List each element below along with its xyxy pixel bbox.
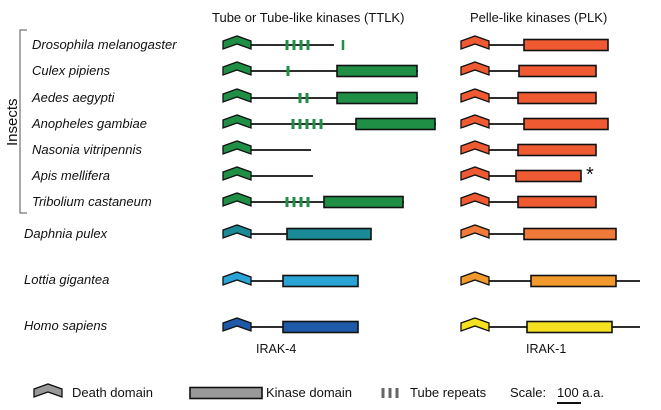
ttlk-kinase-domain-6 [323, 195, 404, 209]
species-row-6 [222, 192, 597, 209]
plk-death-domain-9 [460, 317, 490, 332]
plk-kinase-domain-6 [517, 195, 597, 209]
species-label-1: Culex pipiens [32, 63, 111, 78]
ttlk-death-domain-8 [222, 271, 252, 286]
species-row-4 [222, 140, 597, 157]
plk-death-domain-2 [460, 88, 490, 103]
ttlk-death-domain-9 [222, 317, 252, 332]
subtitle-irak1: IRAK-1 [526, 342, 567, 356]
insect-bracket [19, 29, 27, 214]
plk-kinase-domain-0 [523, 38, 609, 52]
legend-kinase-domain-label: Kinase domain [266, 385, 352, 400]
ttlk-death-domain-5 [222, 166, 252, 181]
species-label-8: Lottia gigantea [24, 272, 110, 287]
header-ttlk: Tube or Tube-like kinases (TTLK) [212, 10, 405, 25]
species-row-5 [222, 166, 582, 183]
species-label-4: Nasonia vitripennis [32, 142, 142, 157]
plk-death-domain-5 [460, 166, 490, 181]
species-row-1 [222, 61, 597, 78]
plk-kinase-domain-5 [515, 169, 582, 183]
plk-death-domain-3 [460, 114, 490, 129]
plk-death-domain-6 [460, 192, 490, 207]
species-label-9: Homo sapiens [24, 318, 108, 333]
plk-death-domain-0 [460, 35, 490, 50]
plk-death-domain-8 [460, 271, 490, 286]
legend-scale-label: Scale: [510, 385, 547, 400]
species-label-6: Tribolium castaneum [32, 194, 152, 209]
plk-death-domain-7 [460, 224, 490, 239]
species-label-2: Aedes aegypti [32, 90, 115, 105]
plk-kinase-domain-9 [526, 320, 613, 334]
apis-plk-marker: * [586, 164, 594, 186]
species-row-3 [222, 114, 609, 131]
header-plk: Pelle-like kinases (PLK) [470, 10, 608, 25]
ttlk-kinase-domain-2 [336, 91, 418, 105]
ttlk-death-domain-1 [222, 61, 252, 76]
subtitle-irak4: IRAK-4 [256, 342, 297, 356]
ttlk-death-domain-6 [222, 192, 252, 207]
legend-kinase-domain-icon [189, 386, 263, 400]
ttlk-kinase-domain-8 [282, 274, 359, 288]
plk-kinase-domain-4 [517, 143, 597, 157]
ttlk-death-domain-4 [222, 140, 252, 155]
ttlk-kinase-domain-3 [355, 117, 436, 131]
species-row-9 [222, 317, 640, 334]
species-row-7 [222, 224, 617, 241]
plk-kinase-domain-2 [517, 91, 597, 105]
ttlk-death-domain-7 [222, 224, 252, 239]
ttlk-kinase-domain-7 [286, 227, 372, 241]
legend-scale-value: 100 a.a. [557, 385, 604, 400]
species-row-2 [222, 88, 597, 105]
legend-death-domain-label: Death domain [72, 385, 153, 400]
species-label-7: Daphnia pulex [24, 226, 108, 241]
ttlk-death-domain-2 [222, 88, 252, 103]
species-label-5: Apis mellifera [32, 168, 111, 183]
plk-death-domain-1 [460, 61, 490, 76]
ttlk-kinase-domain-9 [282, 320, 359, 334]
species-row-8 [222, 271, 640, 288]
ttlk-death-domain-3 [222, 114, 252, 129]
ttlk-kinase-domain-1 [336, 64, 418, 78]
plk-death-domain-4 [460, 140, 490, 155]
plk-kinase-domain-1 [518, 64, 597, 78]
plk-kinase-domain-8 [530, 274, 617, 288]
species-row-0 [222, 35, 609, 52]
plk-kinase-domain-7 [523, 227, 617, 241]
legend-death-domain-icon [33, 383, 63, 398]
species-label-0: Drosophila melanogaster [32, 37, 177, 52]
ttlk-death-domain-0 [222, 35, 252, 50]
legend-tube-repeats-label: Tube repeats [410, 385, 487, 400]
plk-kinase-domain-3 [523, 117, 609, 131]
species-label-3: Anopheles gambiae [32, 116, 147, 131]
